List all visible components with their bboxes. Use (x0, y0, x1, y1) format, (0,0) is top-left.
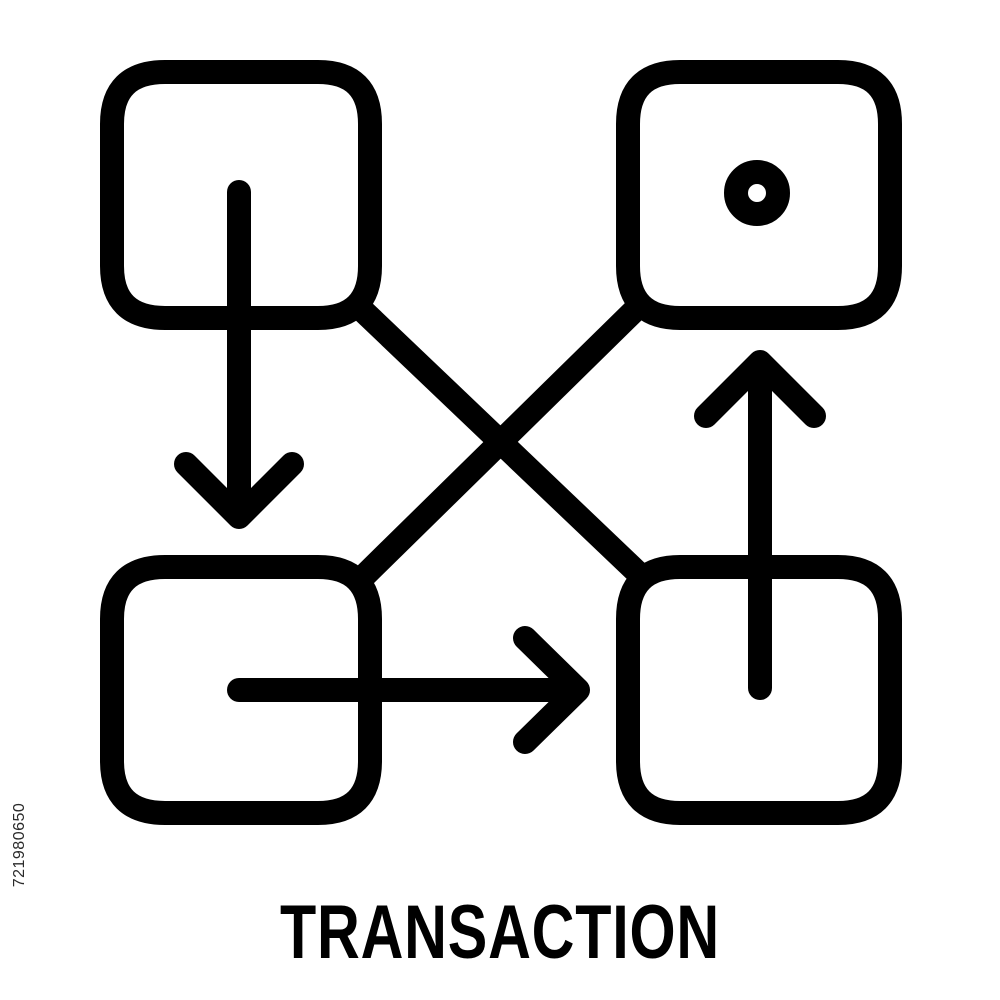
down-arrow-head (174, 452, 304, 529)
right-arrow-head (513, 626, 590, 754)
caption-title: TRANSACTION (280, 890, 720, 975)
cross-line-bottom-left-to-top-right (350, 295, 650, 590)
stock-id-label: 721980650 (11, 802, 28, 888)
bottom-left-box (100, 555, 382, 825)
top-right-box (616, 60, 902, 330)
bottom-right-box (616, 555, 902, 825)
dot-icon (724, 160, 790, 226)
top-left-box (100, 60, 382, 330)
up-arrow-head (694, 350, 826, 428)
